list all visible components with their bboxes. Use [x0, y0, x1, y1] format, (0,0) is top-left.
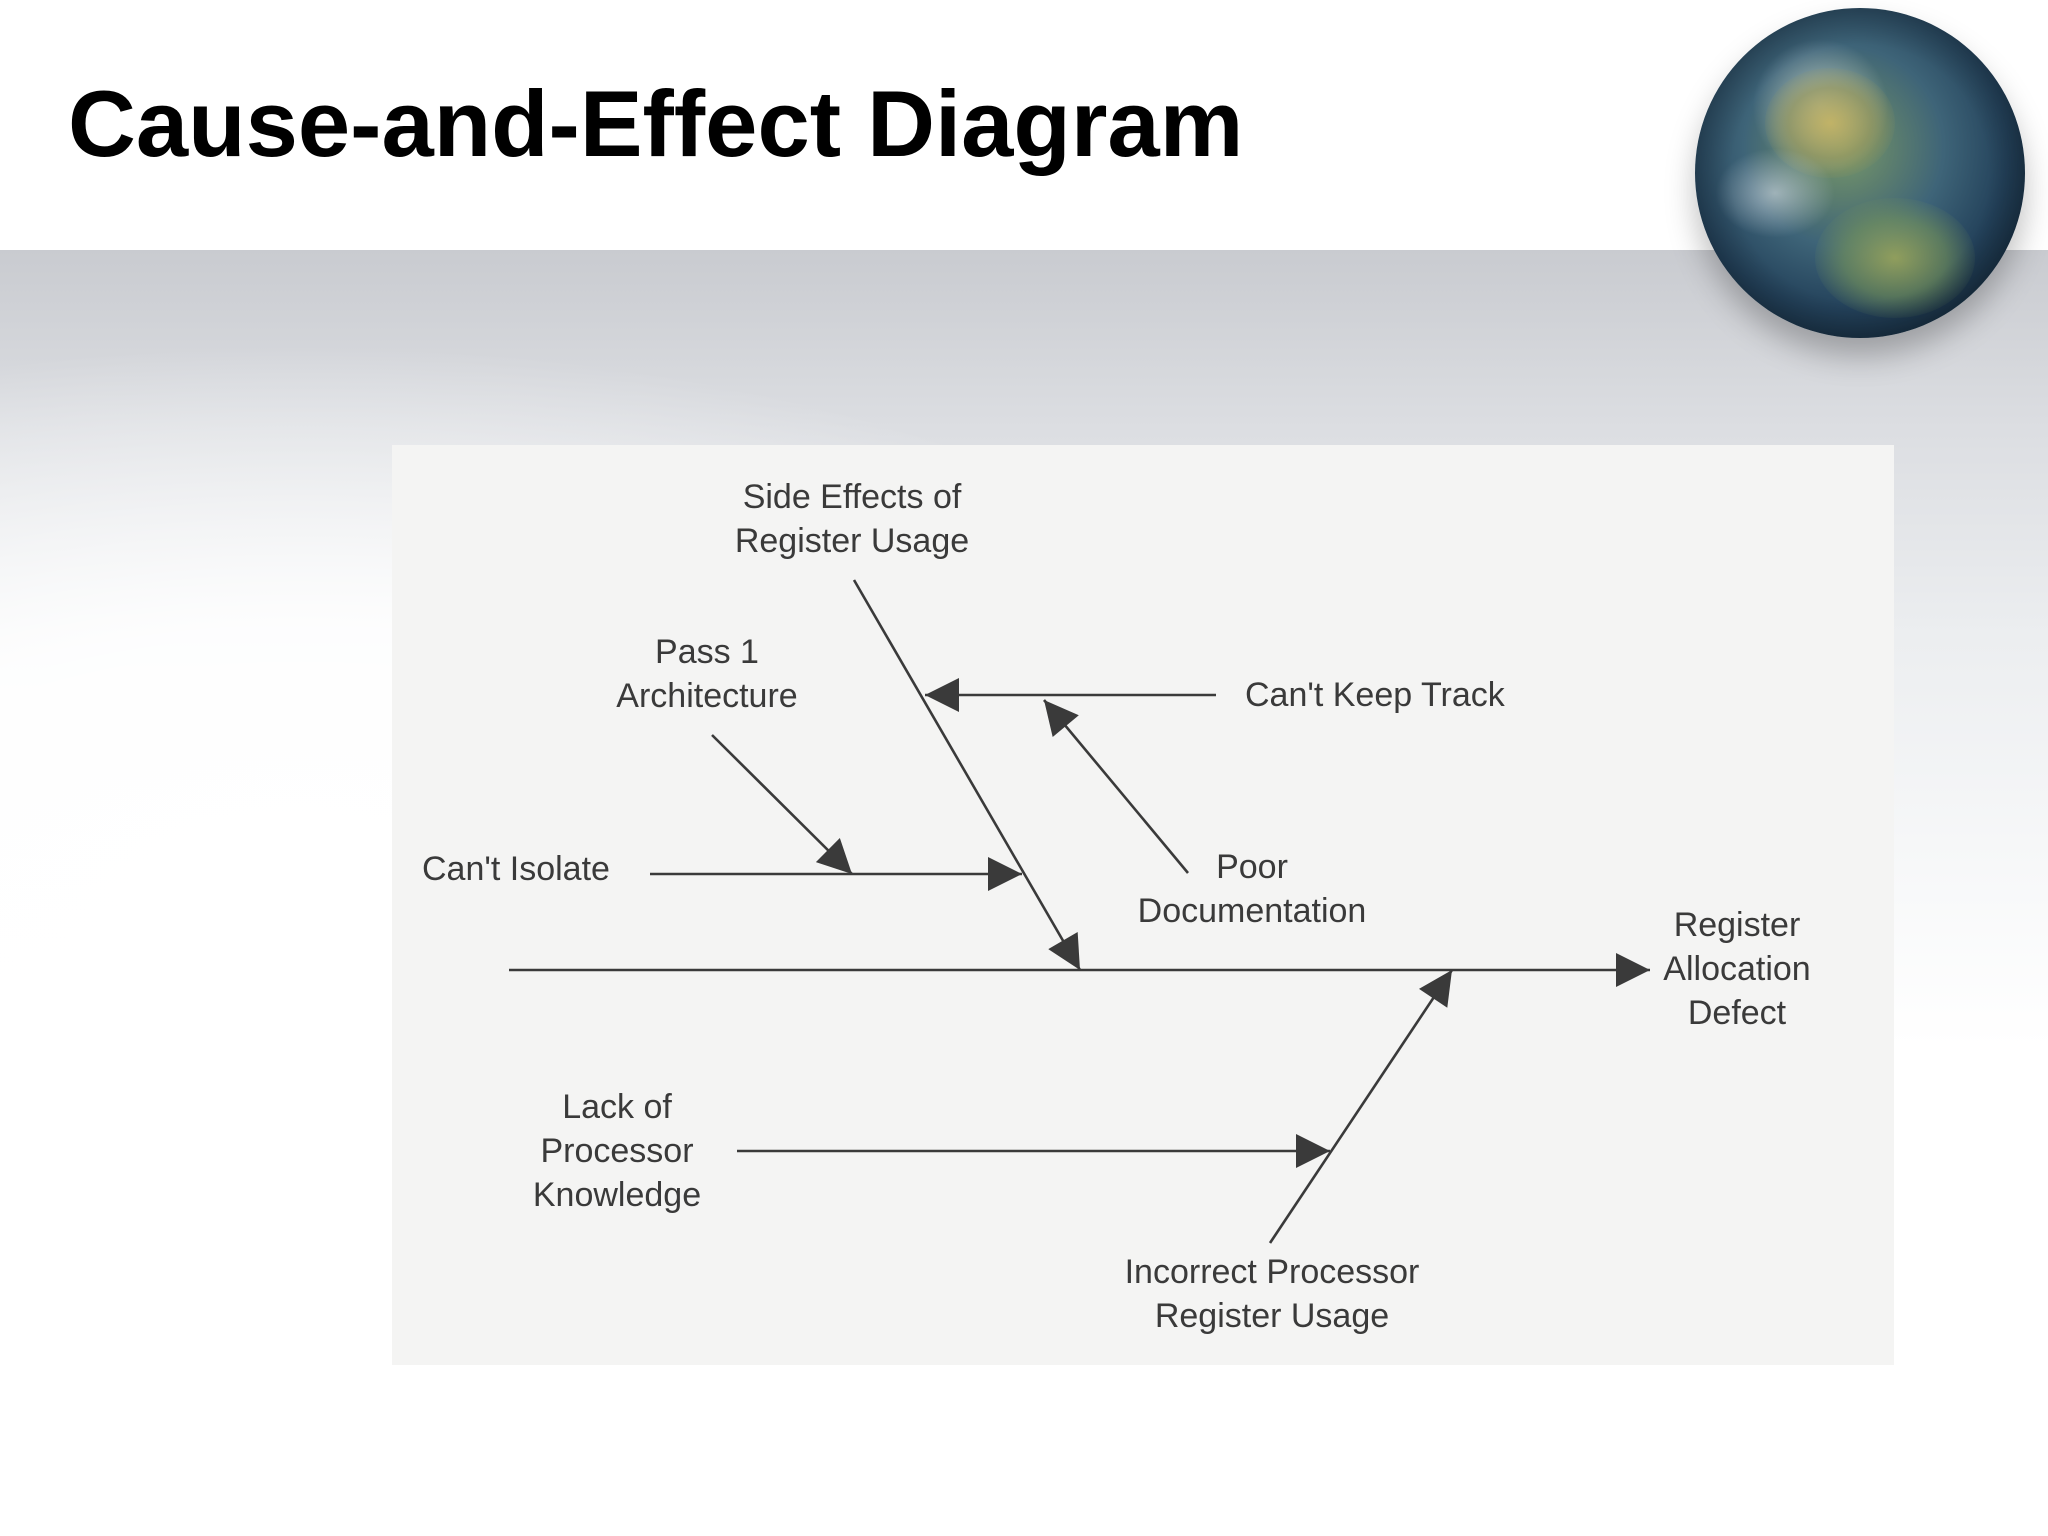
slide-title: Cause-and-Effect Diagram — [68, 71, 1244, 176]
label-cant-keep-track: Can't Keep Track — [1245, 676, 1505, 714]
bone-pass1 — [711, 734, 853, 875]
label-poor-documentation: Poor Documentation — [1137, 848, 1367, 930]
label-pass1-architecture: Pass 1 Architecture — [616, 633, 798, 715]
bone-side-effects — [852, 579, 1082, 971]
label-incorrect-usage: Incorrect Processor Register Usage — [1124, 1253, 1420, 1335]
fishbone-lines — [509, 579, 1650, 1244]
bone-incorrect-usage — [1268, 969, 1454, 1244]
label-lack-of-knowledge: Lack of Processor Knowledge — [532, 1088, 702, 1214]
label-effect: Register Allocation Defect — [1663, 906, 1811, 1032]
globe-image — [1695, 8, 2025, 338]
label-side-effects: Side Effects of Register Usage — [734, 478, 970, 560]
fishbone-diagram-figure: Side Effects of Register Usage Pass 1 Ar… — [392, 445, 1894, 1365]
bone-poor-documentation — [1043, 699, 1189, 874]
label-cant-isolate: Can't Isolate — [422, 850, 610, 888]
